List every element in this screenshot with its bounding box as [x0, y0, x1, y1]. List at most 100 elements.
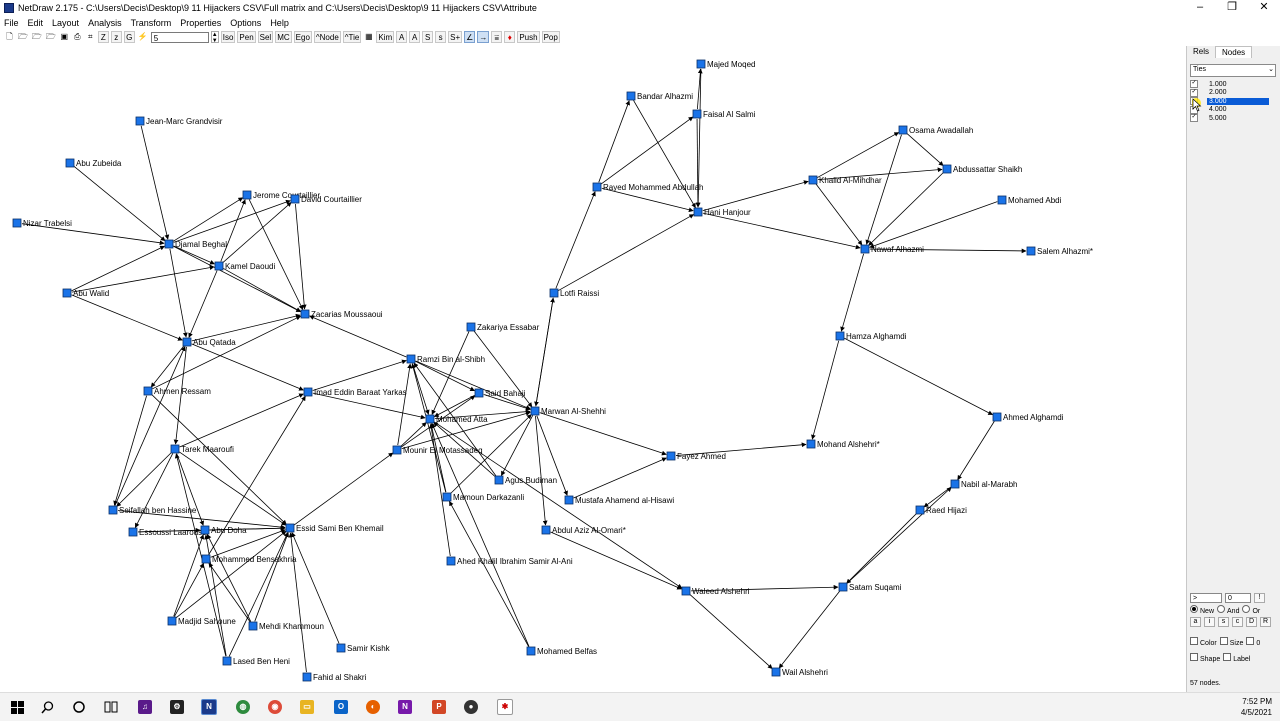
- check-size[interactable]: Size: [1219, 637, 1243, 647]
- graph-layout-button[interactable]: G: [123, 31, 135, 43]
- node-nabil[interactable]: [950, 479, 960, 489]
- node-lotfi[interactable]: [549, 288, 559, 298]
- node-mounir[interactable]: [392, 445, 402, 455]
- node-djamal[interactable]: [164, 239, 174, 249]
- size-large-button[interactable]: S: [422, 31, 434, 43]
- node-bensakhria[interactable]: [201, 554, 211, 564]
- btn-a[interactable]: a: [1190, 617, 1201, 627]
- node-samir[interactable]: [336, 643, 346, 653]
- maximize-icon[interactable]: ❐: [1227, 1, 1237, 13]
- attribute-select[interactable]: Ties ⌄: [1190, 64, 1276, 77]
- open-folder-icon[interactable]: 🗁: [31, 32, 42, 41]
- headset-app-icon[interactable]: ♫: [136, 698, 154, 716]
- node-zacarias[interactable]: [300, 309, 310, 319]
- tie-value-checkbox[interactable]: ✓: [1190, 80, 1198, 89]
- btn-s[interactable]: s: [1218, 617, 1229, 627]
- node-mamoun[interactable]: [442, 492, 452, 502]
- apply-filter-button[interactable]: !: [1254, 593, 1265, 603]
- zoom-in-button[interactable]: Z: [97, 31, 109, 43]
- search-icon[interactable]: [38, 698, 56, 716]
- save-icon[interactable]: ▣: [60, 32, 69, 41]
- tie-value-item[interactable]: ✓1.000: [1190, 80, 1280, 89]
- node-mohandS[interactable]: [806, 439, 816, 449]
- lightning-icon[interactable]: ⚡: [137, 32, 148, 41]
- node-fayez[interactable]: [666, 451, 676, 461]
- layout-grid-icon[interactable]: ⌗: [88, 32, 93, 41]
- node-imad[interactable]: [303, 387, 313, 397]
- task-view-icon[interactable]: [102, 698, 120, 716]
- menu-properties[interactable]: Properties: [180, 17, 222, 28]
- node-belfas[interactable]: [526, 646, 536, 656]
- chrome-icon[interactable]: ◉: [266, 698, 284, 716]
- isolates-button[interactable]: Iso: [220, 31, 236, 43]
- menu-help[interactable]: Help: [270, 17, 289, 28]
- node-nawaf[interactable]: [860, 244, 870, 254]
- btn-c[interactable]: c: [1232, 617, 1243, 627]
- node-nizar[interactable]: [12, 218, 22, 228]
- main-component-button[interactable]: MC: [275, 31, 292, 43]
- node-hani[interactable]: [693, 207, 703, 217]
- windows-start-icon[interactable]: [8, 698, 26, 716]
- obs-icon[interactable]: ●: [462, 698, 480, 716]
- radio-new[interactable]: New: [1190, 605, 1214, 615]
- node-satam[interactable]: [838, 582, 848, 592]
- push-button[interactable]: Push: [517, 31, 540, 43]
- size-small-button[interactable]: s: [435, 31, 447, 43]
- node-raed[interactable]: [915, 505, 925, 515]
- font-small-button[interactable]: A: [409, 31, 421, 43]
- system-clock[interactable]: 7:52 PM 4/5/2021: [1241, 696, 1272, 718]
- tie-value-item[interactable]: ✓2.000: [1190, 88, 1280, 98]
- green-globe-icon[interactable]: ◍: [234, 698, 252, 716]
- node-doha[interactable]: [200, 525, 210, 535]
- tab-rels[interactable]: Rels: [1193, 47, 1210, 56]
- node-faisal[interactable]: [692, 109, 702, 119]
- menu-options[interactable]: Options: [230, 17, 262, 28]
- node-rayed[interactable]: [592, 182, 602, 192]
- btn-i[interactable]: i: [1204, 617, 1215, 627]
- tie-button[interactable]: ^Tie: [342, 31, 362, 43]
- btn-d[interactable]: D: [1246, 617, 1257, 627]
- pendants-button[interactable]: Pen: [237, 31, 256, 43]
- menu-layout[interactable]: Layout: [52, 17, 80, 28]
- node-marwan[interactable]: [530, 406, 540, 416]
- node-agus[interactable]: [494, 475, 504, 485]
- menu-file[interactable]: File: [4, 17, 19, 28]
- node-jerome[interactable]: [242, 190, 252, 200]
- node-khalid[interactable]: [808, 175, 818, 185]
- node-button[interactable]: ^Node: [313, 31, 341, 43]
- file-explorer-icon[interactable]: ▭: [298, 698, 316, 716]
- ucinet-icon[interactable]: ✱: [496, 698, 514, 716]
- new-file-icon[interactable]: 🗋: [6, 32, 13, 41]
- node-ahed[interactable]: [446, 556, 456, 566]
- tie-value-checkbox[interactable]: ✓: [1190, 114, 1198, 123]
- pop-button[interactable]: Pop: [541, 31, 560, 43]
- node-ahmedg[interactable]: [992, 412, 1002, 422]
- tie-value-item[interactable]: ✓4.000: [1190, 105, 1280, 115]
- node-color-icon[interactable]: ♦: [504, 31, 516, 43]
- weight-tool-icon[interactable]: ⩸: [491, 31, 503, 43]
- menu-transform[interactable]: Transform: [130, 17, 172, 28]
- arrow-tool-icon[interactable]: →: [477, 31, 490, 43]
- node-seifallah[interactable]: [108, 505, 118, 515]
- menu-edit[interactable]: Edit: [27, 17, 44, 28]
- curve-tool-icon[interactable]: ∠: [464, 31, 476, 43]
- node-said[interactable]: [474, 388, 484, 398]
- radio-or[interactable]: Or: [1242, 605, 1260, 615]
- zoom-out-button[interactable]: z: [110, 31, 122, 43]
- compare-operator-select[interactable]: >: [1190, 593, 1222, 603]
- node-osama[interactable]: [898, 125, 908, 135]
- node-zubeida[interactable]: [65, 158, 75, 168]
- node-abdussattar[interactable]: [942, 164, 952, 174]
- node-david[interactable]: [290, 194, 300, 204]
- node-wail[interactable]: [771, 667, 781, 677]
- ego-button[interactable]: Ego: [293, 31, 312, 43]
- node-bandar[interactable]: [626, 91, 636, 101]
- spin-stepper[interactable]: ▲▼: [210, 31, 219, 44]
- node-waleed[interactable]: [681, 586, 691, 596]
- tab-nodes[interactable]: Nodes: [1215, 46, 1253, 58]
- cortana-icon[interactable]: [70, 698, 88, 716]
- btn-r[interactable]: R: [1260, 617, 1271, 627]
- app-icon-dark[interactable]: ⚙: [168, 698, 186, 716]
- node-mustafa[interactable]: [564, 495, 574, 505]
